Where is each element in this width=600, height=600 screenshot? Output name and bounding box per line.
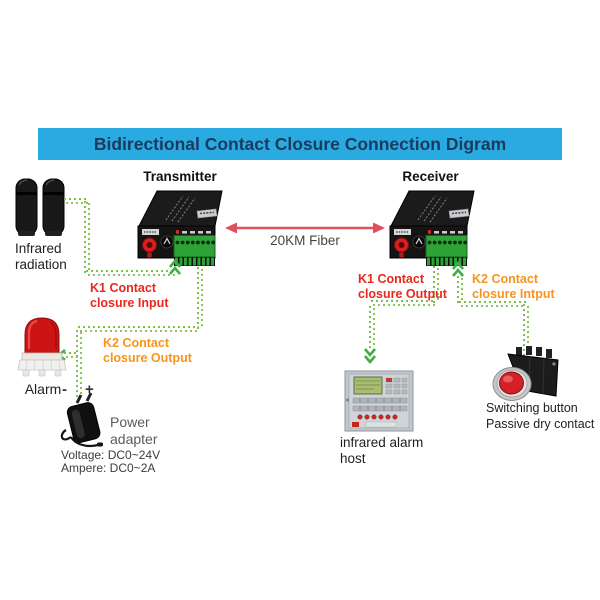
ampere-spec: Ampere: DC0~2A bbox=[61, 461, 156, 475]
power-adapter-line2: adapter bbox=[110, 431, 158, 447]
switch-button-line1: Switching button bbox=[486, 401, 578, 415]
k2-output-line1: K2 Contact bbox=[103, 336, 169, 350]
k2-output-line2: closure Output bbox=[103, 351, 192, 365]
alarm-beacon-image bbox=[17, 317, 67, 377]
k2-output-label: K2 Contact closure Output bbox=[103, 336, 192, 366]
switch-button-line2: Passive dry contact bbox=[486, 417, 595, 431]
wire-receiver-k1-vertical bbox=[433, 266, 439, 303]
transmitter-label: Transmitter bbox=[143, 169, 217, 184]
wire-k2-output-horizontal bbox=[78, 326, 199, 332]
power-adapter-label: Power adapter bbox=[110, 414, 157, 448]
wire-k1-input-horizontal bbox=[86, 270, 176, 276]
receiver-device-image bbox=[389, 190, 475, 266]
infrared-radiation-label: Infrared radiation bbox=[15, 241, 67, 273]
k1-input-line2: closure Input bbox=[90, 296, 169, 310]
alarm-host-line2: host bbox=[340, 451, 366, 466]
k2-input-line1: K2 Contact bbox=[472, 272, 538, 286]
switch-button-label: Switching button Passive dry contact bbox=[486, 400, 594, 432]
arrow-up-into-transmitter-icon bbox=[169, 259, 181, 275]
wire-power-vertical bbox=[76, 329, 82, 397]
power-adapter-line1: Power bbox=[110, 414, 150, 430]
wire-k2-output-vertical bbox=[197, 265, 203, 329]
voltage-spec: Voltage: DC0~24V bbox=[61, 448, 161, 462]
power-minus-sign: - bbox=[62, 381, 67, 398]
title-banner: Bidirectional Contact Closure Connection… bbox=[38, 128, 562, 160]
alarm-host-image bbox=[344, 370, 414, 432]
wire-k1-output-horizontal bbox=[371, 300, 435, 306]
wire-sensor-vertical bbox=[84, 201, 90, 273]
fiber-link-arrow bbox=[225, 222, 385, 234]
switch-button-image bbox=[492, 346, 559, 401]
k1-input-line1: K1 Contact bbox=[90, 281, 156, 295]
receiver-label: Receiver bbox=[402, 169, 459, 184]
wire-receiver-k2-vertical bbox=[457, 273, 463, 303]
k2-input-line2: closure Intput bbox=[472, 287, 555, 301]
infrared-sensors-image bbox=[15, 178, 65, 236]
k1-input-label: K1 Contact closure Input bbox=[90, 281, 168, 311]
wire-sensor-horizontal bbox=[64, 198, 88, 204]
wire-alarm-stub bbox=[64, 352, 78, 358]
power-plus-sign: + bbox=[85, 381, 94, 398]
wire-host-vertical bbox=[369, 303, 375, 348]
alarm-host-line1: infrared alarm bbox=[340, 435, 424, 450]
power-adapter-image bbox=[60, 392, 103, 448]
k2-input-label: K2 Contact closure Intput bbox=[472, 272, 555, 302]
arrow-up-into-receiver-icon bbox=[452, 261, 464, 277]
wire-button-vertical bbox=[523, 304, 529, 356]
k1-output-line1: K1 Contact bbox=[358, 272, 424, 286]
alarm-label: Alarm bbox=[24, 381, 62, 397]
fiber-distance-label: 20KM Fiber bbox=[270, 233, 340, 248]
infrared-radiation-line1: Infrared bbox=[15, 241, 62, 256]
alarm-host-label: infrared alarm host bbox=[340, 435, 423, 467]
page-title: Bidirectional Contact Closure Connection… bbox=[93, 134, 507, 154]
infrared-radiation-line2: radiation bbox=[15, 257, 67, 272]
arrow-down-into-host-icon bbox=[364, 348, 376, 364]
k1-output-line2: closure Output bbox=[358, 287, 447, 301]
transmitter-device-image bbox=[137, 190, 223, 266]
k1-output-label: K1 Contact closure Output bbox=[358, 272, 447, 302]
wire-k2-input-horizontal bbox=[459, 301, 526, 307]
